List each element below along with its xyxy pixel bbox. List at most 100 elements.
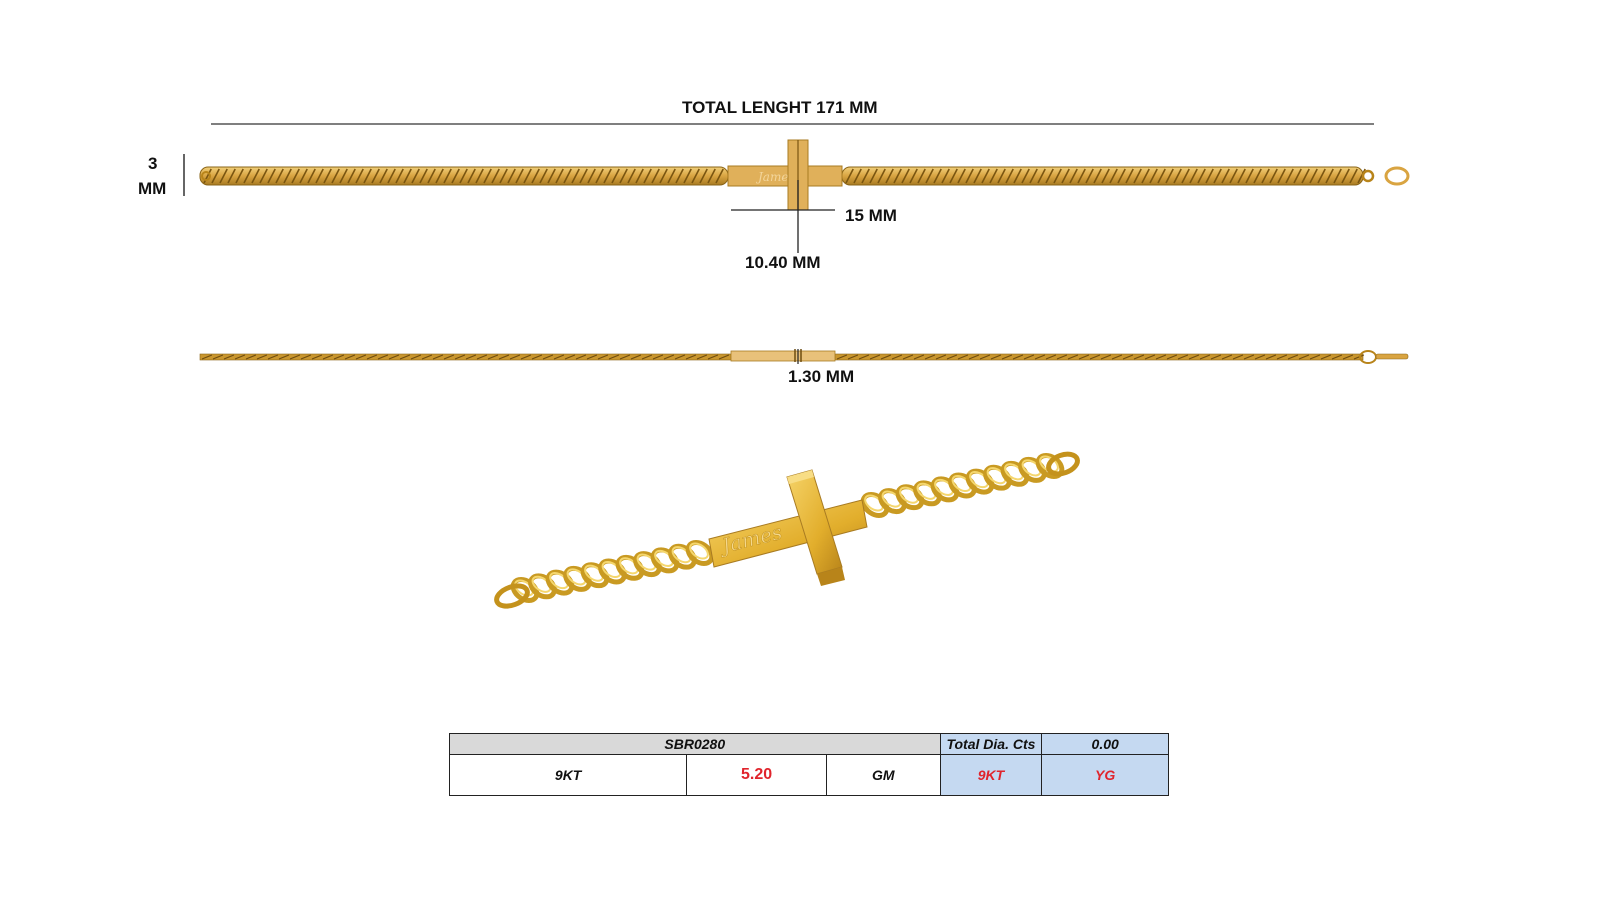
chain-link bbox=[1325, 168, 1334, 184]
side-chain-link bbox=[1199, 354, 1211, 360]
chain-link bbox=[1269, 168, 1278, 184]
side-chain-link bbox=[432, 354, 444, 360]
side-chain-link bbox=[1265, 354, 1277, 360]
perspective-chain-link-highlight bbox=[986, 467, 1007, 485]
perspective-chain-link-highlight bbox=[881, 490, 902, 508]
chain-link bbox=[1061, 168, 1070, 184]
side-chain-link bbox=[1243, 354, 1255, 360]
chain-link bbox=[267, 168, 276, 184]
perspective-chain-link-highlight bbox=[951, 474, 972, 493]
dia-value-cell: 0.00 bbox=[1041, 733, 1169, 755]
side-chain-link bbox=[880, 354, 892, 360]
side-chain-link bbox=[674, 354, 686, 360]
perspective-chain-link-highlight bbox=[514, 579, 534, 597]
side-nameplate bbox=[730, 350, 836, 362]
side-chain-link bbox=[212, 354, 224, 360]
chain-link bbox=[547, 168, 556, 184]
weight-cell: 5.20 bbox=[686, 754, 827, 796]
chain-link bbox=[579, 168, 588, 184]
chain-link bbox=[1117, 168, 1126, 184]
chain-link bbox=[1349, 168, 1358, 184]
chain-link bbox=[893, 168, 902, 184]
side-chain-link bbox=[498, 354, 510, 360]
chain-link bbox=[387, 168, 396, 184]
side-chain-link bbox=[1155, 354, 1167, 360]
chain-link bbox=[989, 168, 998, 184]
height-value-label: 3 bbox=[148, 154, 158, 173]
side-chain-link bbox=[289, 354, 301, 360]
chain-link bbox=[491, 168, 500, 184]
chain-link bbox=[611, 168, 620, 184]
chain-link bbox=[925, 168, 934, 184]
side-chain-link bbox=[1122, 354, 1134, 360]
side-chain-link bbox=[575, 354, 587, 360]
cross-height-label: 15 MM bbox=[845, 206, 897, 225]
perspective-chain-link bbox=[685, 540, 715, 566]
side-chain-link bbox=[1144, 354, 1156, 360]
chain-link bbox=[1165, 168, 1174, 184]
chain-link bbox=[595, 168, 604, 184]
side-chain-link bbox=[1045, 354, 1057, 360]
chain-link bbox=[379, 168, 388, 184]
chain-link bbox=[1141, 168, 1150, 184]
chain-link bbox=[603, 168, 612, 184]
chain-link bbox=[1149, 168, 1158, 184]
chain-link bbox=[627, 168, 636, 184]
chain-link bbox=[531, 168, 540, 184]
chain-link bbox=[1077, 168, 1086, 184]
chain-link bbox=[1213, 168, 1222, 184]
chain-link bbox=[339, 168, 348, 184]
sku-cell: SBR0280 bbox=[449, 733, 941, 755]
perspective-chain-link-highlight bbox=[549, 572, 569, 590]
side-chain-link bbox=[696, 354, 708, 360]
side-chain-link bbox=[1210, 354, 1222, 360]
chain-link bbox=[901, 168, 910, 184]
chain-link bbox=[1021, 168, 1030, 184]
metal-karat-cell: 9KT bbox=[939, 754, 1043, 796]
top-clasp-ring bbox=[1361, 169, 1375, 183]
thickness-label: 1.30 MM bbox=[788, 367, 855, 386]
side-chain-link bbox=[410, 354, 422, 360]
chain-link bbox=[885, 168, 894, 184]
side-chain-link bbox=[487, 354, 499, 360]
side-chain-link bbox=[597, 354, 609, 360]
side-chain-link bbox=[454, 354, 466, 360]
chain-link bbox=[571, 168, 580, 184]
side-chain-link bbox=[377, 354, 389, 360]
chain-link bbox=[451, 168, 460, 184]
chain-link bbox=[483, 168, 492, 184]
chain-link bbox=[259, 168, 268, 184]
chain-link bbox=[877, 168, 886, 184]
chain-link bbox=[1109, 168, 1118, 184]
side-chain-link bbox=[542, 354, 554, 360]
side-chain-link bbox=[256, 354, 268, 360]
side-chain-link bbox=[1221, 354, 1233, 360]
chain-link bbox=[933, 168, 942, 184]
chain-link bbox=[643, 168, 652, 184]
chain-link bbox=[957, 168, 966, 184]
perspective-chain-link-highlight bbox=[671, 546, 692, 564]
chain-link bbox=[227, 168, 236, 184]
side-chain-link bbox=[531, 354, 543, 360]
chain-link bbox=[869, 168, 878, 184]
side-chain-link bbox=[355, 354, 367, 360]
side-chain-link bbox=[564, 354, 576, 360]
side-chain-link bbox=[957, 354, 969, 360]
side-chain-link bbox=[421, 354, 433, 360]
side-chain-link bbox=[1111, 354, 1123, 360]
chain-link bbox=[909, 168, 918, 184]
chain-link bbox=[1341, 168, 1350, 184]
total-length-label: TOTAL LENGHT 171 MM bbox=[682, 98, 878, 117]
side-chain-link bbox=[1034, 354, 1046, 360]
side-chain-link bbox=[1001, 354, 1013, 360]
perspective-chain-link-highlight bbox=[636, 553, 657, 571]
metal-color-cell: YG bbox=[1041, 754, 1169, 796]
perspective-view-bracelet: James bbox=[494, 451, 1080, 609]
side-chain-link bbox=[509, 354, 521, 360]
chain-link bbox=[395, 168, 404, 184]
chain-link bbox=[619, 168, 628, 184]
chain-link bbox=[523, 168, 532, 184]
chain-link bbox=[1053, 168, 1062, 184]
side-chain-link bbox=[1100, 354, 1112, 360]
perspective-chain-link-highlight bbox=[934, 478, 954, 496]
